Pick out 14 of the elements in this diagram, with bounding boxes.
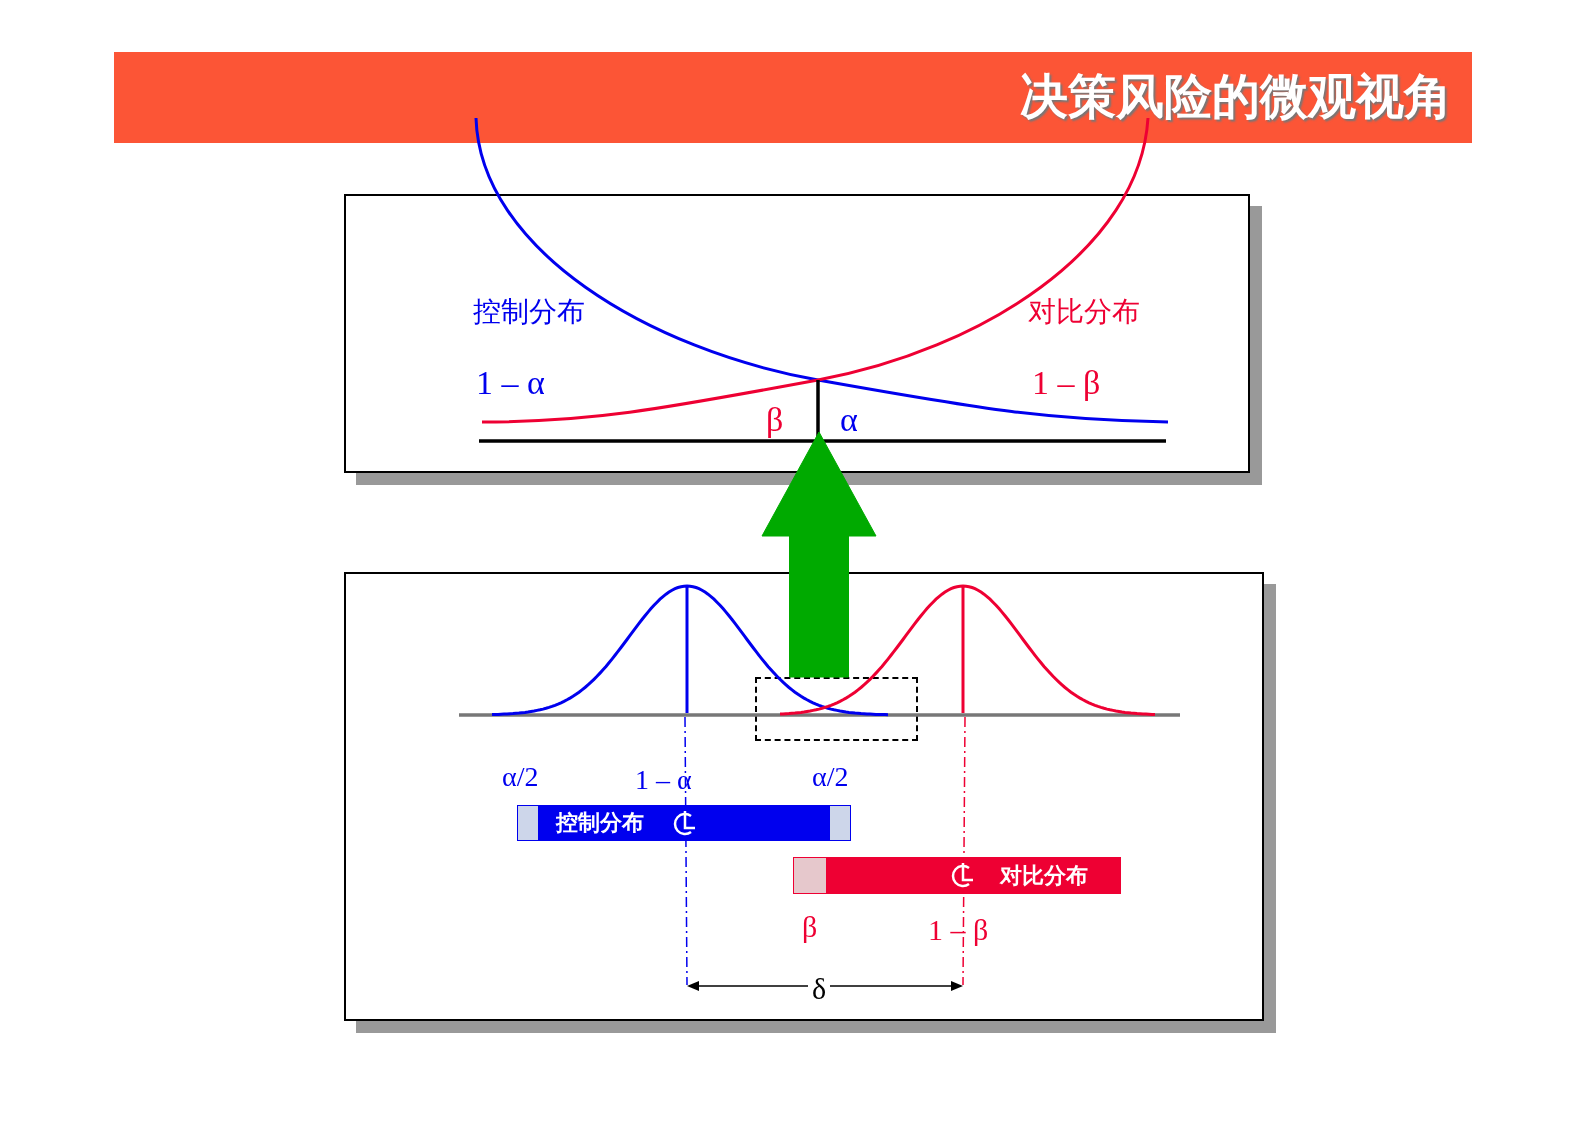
probability-label: 1 – α xyxy=(635,766,692,794)
probability-label: α xyxy=(840,403,858,437)
arrow xyxy=(761,431,877,678)
distribution-label: 控制分布 xyxy=(473,298,585,326)
distribution-bar: 控制分布 xyxy=(517,805,851,841)
probability-label: β xyxy=(802,912,818,942)
title: 决策风险的微观视角 xyxy=(1020,72,1452,120)
probability-label: α/2 xyxy=(812,763,849,791)
distribution-bar: 对比分布 xyxy=(793,857,1121,894)
probability-label: 1 – β xyxy=(1032,366,1101,400)
probability-label: 1 – α xyxy=(476,366,545,400)
probability-label: α/2 xyxy=(502,763,539,791)
probability-label: β xyxy=(766,403,784,437)
distribution-label: 对比分布 xyxy=(1028,298,1140,326)
